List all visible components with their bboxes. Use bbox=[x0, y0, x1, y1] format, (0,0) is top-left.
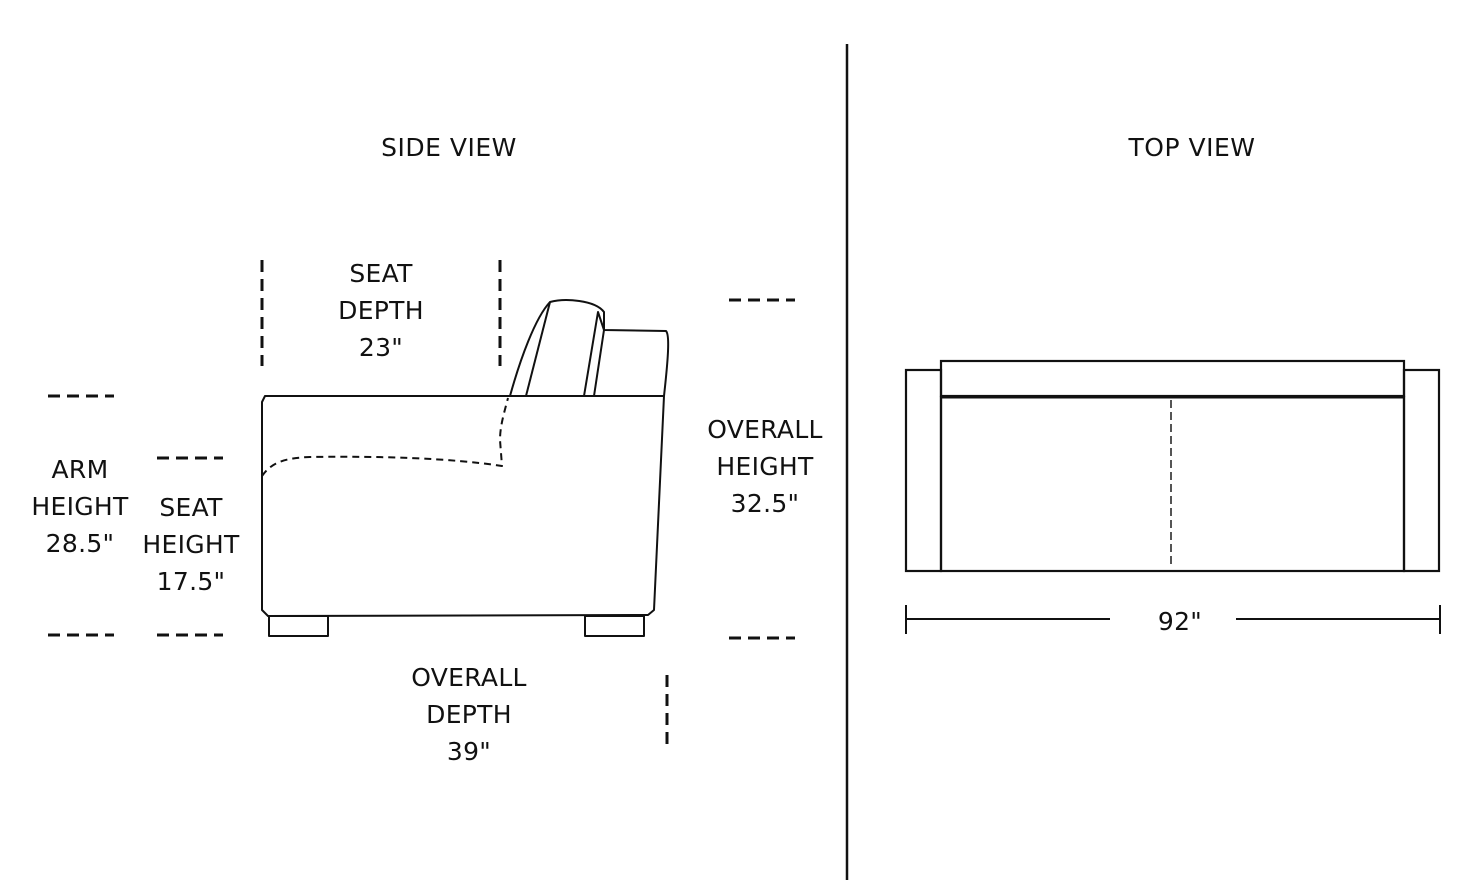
side-view-title: SIDE VIEW bbox=[381, 133, 517, 162]
seat-area bbox=[939, 395, 1406, 573]
arm-height-value: 28.5" bbox=[45, 529, 115, 558]
overall-depth-value: 39" bbox=[446, 737, 492, 766]
seat-depth-value: 23" bbox=[358, 333, 404, 362]
back-cushion bbox=[509, 299, 670, 397]
seat-height-value: 17.5" bbox=[156, 567, 226, 596]
overall-height-label: OVERALL HEIGHT 32.5" bbox=[695, 411, 835, 522]
side-dimension-markers bbox=[48, 260, 795, 745]
width-dimension-line bbox=[905, 605, 1441, 634]
seat-depth-label: SEAT DEPTH 23" bbox=[321, 255, 441, 366]
front-leg bbox=[268, 615, 329, 637]
sofa-body bbox=[261, 395, 665, 617]
overall-depth-line1: OVERALL bbox=[411, 663, 527, 692]
overall-height-line2: HEIGHT bbox=[716, 452, 814, 481]
arm-height-label: ARM HEIGHT 28.5" bbox=[20, 451, 140, 562]
overall-depth-label: OVERALL DEPTH 39" bbox=[399, 659, 539, 770]
seat-height-label: SEAT HEIGHT 17.5" bbox=[131, 489, 251, 600]
overall-width-label: 92" bbox=[1130, 603, 1230, 640]
top-view-sofa bbox=[904, 359, 1441, 573]
left-arm bbox=[904, 368, 943, 573]
seat-depth-line1: SEAT bbox=[349, 259, 413, 288]
arm-height-line1: ARM bbox=[51, 455, 109, 484]
back-leg bbox=[584, 615, 645, 637]
top-view-title: TOP VIEW bbox=[1128, 133, 1256, 162]
seat-cushion-hidden bbox=[261, 397, 509, 477]
seat-height-line1: SEAT bbox=[159, 493, 223, 522]
seat-depth-line2: DEPTH bbox=[338, 296, 424, 325]
overall-depth-line2: DEPTH bbox=[426, 700, 512, 729]
backrest bbox=[939, 359, 1406, 398]
overall-height-line1: OVERALL bbox=[707, 415, 823, 444]
side-view-sofa bbox=[261, 299, 670, 637]
right-arm bbox=[1402, 368, 1441, 573]
overall-width-value: 92" bbox=[1157, 607, 1203, 636]
arm-height-line2: HEIGHT bbox=[31, 492, 129, 521]
overall-height-value: 32.5" bbox=[730, 489, 800, 518]
seat-height-line2: HEIGHT bbox=[142, 530, 240, 559]
